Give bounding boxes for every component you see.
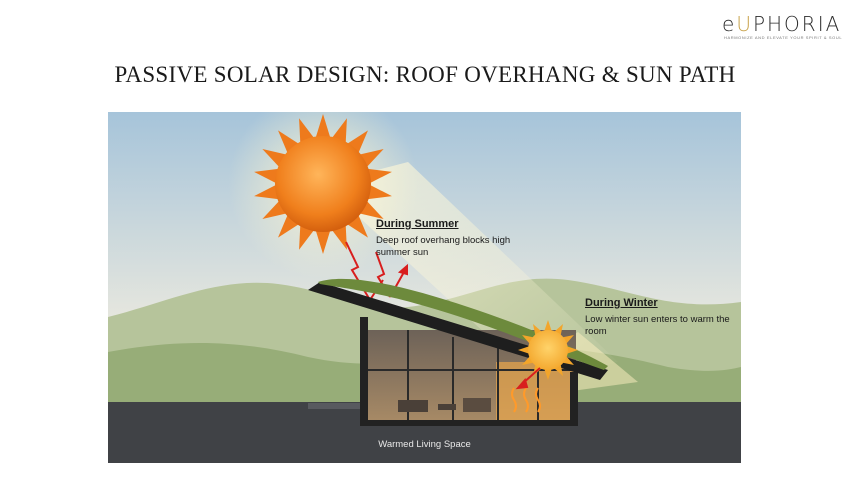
summer-description: Deep roof overhang blocks high summer su… bbox=[376, 235, 511, 258]
terrace-deck bbox=[308, 403, 363, 409]
entering-ray-arrow-icon bbox=[515, 367, 541, 390]
passive-solar-illustration: During Summer Deep roof overhang blocks … bbox=[108, 112, 741, 463]
living-space-label: Warmed Living Space bbox=[378, 439, 471, 450]
winter-heading: During Winter bbox=[585, 297, 658, 309]
page-title: PASSIVE SOLAR DESIGN: ROOF OVERHANG & SU… bbox=[114, 62, 736, 87]
summer-sun-beam bbox=[323, 162, 618, 382]
scene-artwork bbox=[108, 112, 741, 463]
brand-logo[interactable]: eUPHORIA Harmonize and elevate your spir… bbox=[722, 12, 842, 42]
brand-tagline: Harmonize and elevate your spirit & soul bbox=[724, 35, 843, 40]
winter-description: Low winter sun enters to warm the room bbox=[585, 314, 730, 337]
brand-wordmark: eUPHORIA bbox=[722, 12, 842, 36]
winter-annotation: During Winter Low winter sun enters to w… bbox=[585, 297, 735, 338]
summer-sun-icon bbox=[254, 114, 392, 254]
summer-annotation: During Summer Deep roof overhang blocks … bbox=[376, 218, 526, 259]
winter-sun-icon bbox=[518, 320, 578, 380]
summer-heading: During Summer bbox=[376, 218, 459, 230]
